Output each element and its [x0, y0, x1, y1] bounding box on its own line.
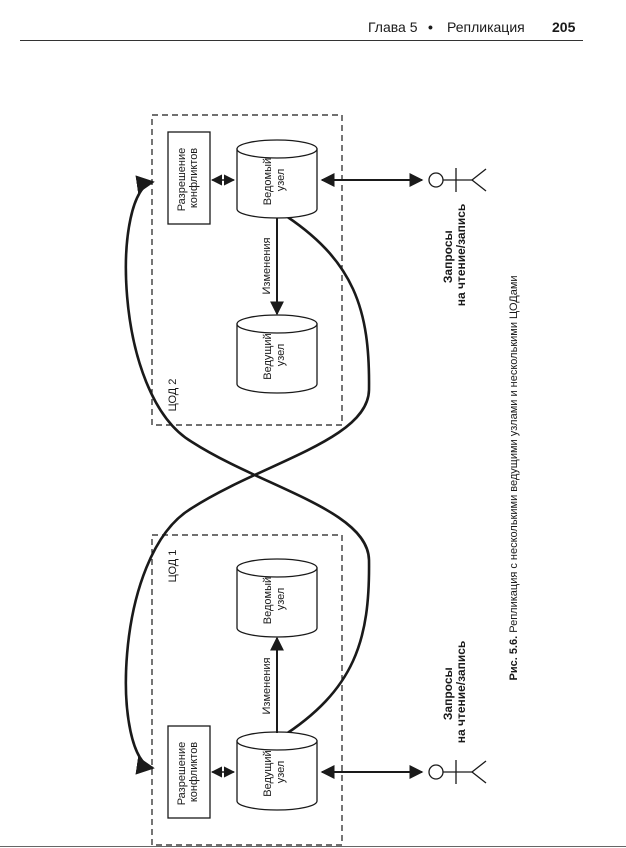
client-user-icon-dc1	[428, 760, 487, 784]
follower-node-dc2	[236, 139, 318, 219]
header-page-number: 205	[552, 19, 576, 35]
datacenter-1-label: ЦОД 1	[167, 550, 179, 583]
conflict-resolution-label-dc2: Разрешение конфликтов	[176, 145, 200, 212]
figure-caption: Рис. 5.6. Репликация с несколькими ведущ…	[508, 275, 520, 680]
header-separator: •	[428, 19, 433, 35]
follower-node-dc1	[236, 558, 318, 638]
leader-node-label-dc1: Ведущий узел	[262, 747, 287, 797]
leader-node-label-dc2: Ведущий узел	[262, 330, 287, 380]
client-user-icon-dc2	[428, 168, 487, 192]
header-section: Репликация	[447, 19, 525, 35]
changes-label-dc2: Изменения	[261, 237, 273, 294]
conflict-resolution-box-dc2	[167, 131, 211, 225]
leader-node-dc1	[236, 731, 318, 811]
bottom-rule	[0, 846, 626, 847]
cross-replication-curve-b	[124, 210, 371, 775]
follower-node-label-dc2: Ведомый узел	[262, 155, 287, 205]
follower-node-label-dc1: Ведомый узел	[262, 574, 287, 624]
requests-label-dc1: Запросы на чтение/запись	[441, 641, 468, 744]
requests-label-dc2: Запросы на чтение/запись	[441, 204, 468, 307]
header-rule	[20, 40, 583, 41]
leader-node-dc2	[236, 314, 318, 394]
header-chapter: Глава 5	[368, 19, 418, 35]
changes-label-dc1: Изменения	[261, 657, 273, 714]
conflict-resolution-box-dc1	[167, 725, 211, 819]
cross-replication-curve-a	[124, 175, 371, 740]
page-header: Глава 5 • Репликация 205	[0, 0, 626, 42]
conflict-resolution-label-dc1: Разрешение конфликтов	[176, 739, 200, 806]
datacenter-1-boundary	[151, 534, 343, 846]
datacenter-2-label: ЦОД 2	[167, 379, 179, 412]
